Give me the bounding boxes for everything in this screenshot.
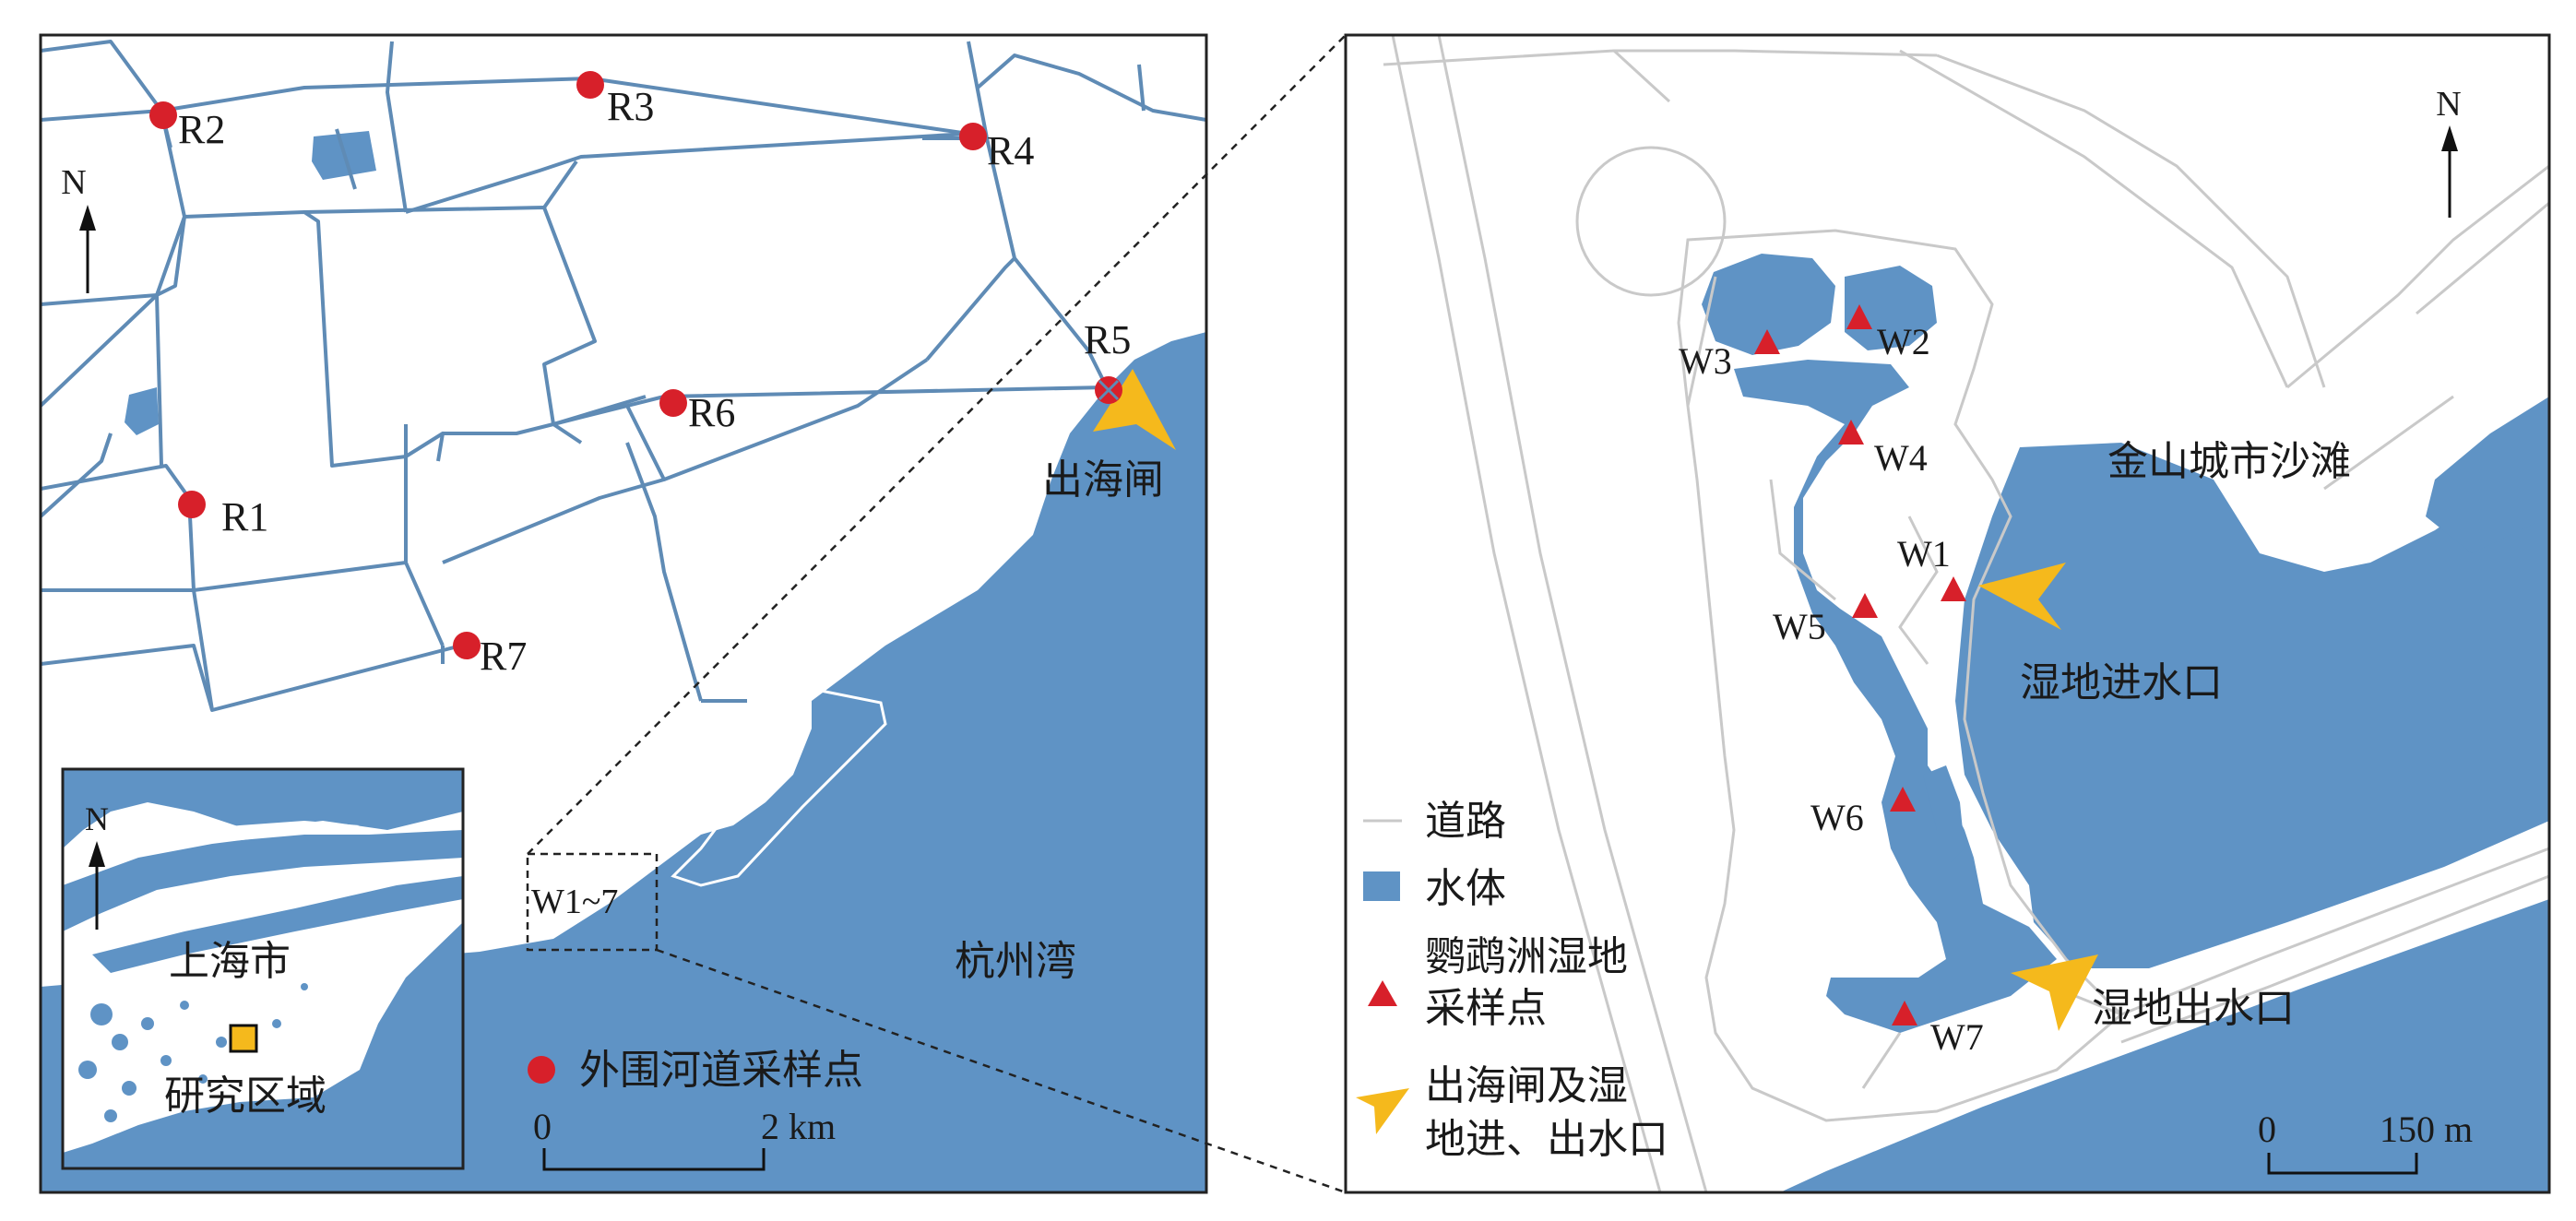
inset-map: N 上海市 研究区域	[63, 769, 463, 1168]
right-north-label: N	[2436, 85, 2461, 124]
inset-island-2	[92, 876, 463, 973]
svg-text:2 km: 2 km	[761, 1106, 836, 1147]
road-network	[1383, 35, 2549, 1192]
river-sample-site: R3	[576, 71, 654, 129]
right-map-frame	[1344, 33, 2551, 1194]
outlet-arrow-icon	[2011, 954, 2098, 1031]
pond-2	[125, 387, 159, 435]
port-outline	[671, 685, 887, 887]
svg-text:R5: R5	[1084, 317, 1131, 362]
svg-text:150 m: 150 m	[2380, 1108, 2473, 1150]
river-sample-site: R6	[659, 389, 735, 435]
legend-arrow-label-2: 地进、出水口	[1425, 1117, 1668, 1162]
river-sample-site: R4	[959, 123, 1034, 173]
inset-island	[157, 821, 360, 847]
corner-water	[2426, 397, 2549, 553]
left-scale-bar: 0 2 km	[533, 1106, 836, 1171]
svg-text:R4: R4	[987, 128, 1034, 173]
sea-water-right	[1780, 899, 2549, 1192]
right-legend: 道路 水体 鹦鹉洲湿地 采样点 出海闸及湿 地进、出水口	[1356, 799, 1668, 1162]
svg-text:R6: R6	[688, 390, 735, 435]
svg-text:R3: R3	[607, 84, 654, 129]
legend-wetland-site-label-1: 鹦鹉洲湿地	[1425, 934, 1628, 979]
inlet-label: 湿地进水口	[2020, 660, 2223, 705]
north-label: N	[61, 163, 86, 202]
wetland-box-label: W1~7	[531, 883, 618, 921]
sluice-label: 出海闸	[1042, 457, 1164, 503]
inset-water	[63, 769, 463, 848]
svg-text:R2: R2	[178, 107, 225, 152]
legend-road-label: 道路	[1425, 799, 1506, 844]
legend-arrow-label-1: 出海闸及湿	[1425, 1063, 1628, 1108]
wetland-sample-site: W7	[1892, 1001, 1984, 1058]
svg-text:W3: W3	[1679, 340, 1732, 382]
lagoon-water	[1955, 443, 2549, 968]
inset-north-label: N	[85, 800, 109, 837]
inset-estuary	[63, 830, 463, 931]
outlet-label: 湿地出水口	[2092, 986, 2295, 1031]
legend-river-site-symbol	[528, 1056, 555, 1084]
inset-north-arrow-icon	[89, 841, 105, 930]
svg-text:W6: W6	[1810, 797, 1864, 838]
bay-label: 杭州湾	[955, 939, 1076, 984]
zoom-connector-bottom	[656, 948, 1347, 1194]
river-sample-site: R7	[453, 632, 527, 679]
svg-text:0: 0	[533, 1106, 552, 1147]
wetland-sample-site: W5	[1773, 593, 1878, 647]
legend-arrow-symbol	[1356, 1088, 1409, 1134]
sluice-arrow-icon	[1093, 369, 1176, 450]
wetland-channel	[1734, 360, 2057, 1033]
legend-water-symbol	[1363, 871, 1400, 901]
svg-text:0: 0	[2258, 1108, 2276, 1150]
side-channel	[1923, 765, 1965, 862]
river-sample-site: R1	[178, 491, 268, 539]
legend-water-label: 水体	[1425, 866, 1506, 911]
svg-text:W7: W7	[1930, 1016, 1984, 1058]
inset-sea	[63, 922, 463, 1168]
wetland-zoom-box	[526, 852, 659, 952]
inset-lakes	[78, 983, 308, 1122]
svg-text:W4: W4	[1874, 437, 1928, 479]
legend-wetland-site-symbol	[1368, 980, 1397, 1006]
river-sample-site: R2	[149, 101, 225, 152]
legend-wetland-site-label-2: 采样点	[1425, 986, 1547, 1031]
wetland-sample-site: W1	[1897, 533, 1966, 601]
north-arrow-icon	[79, 205, 96, 293]
pond-w3	[1702, 254, 1835, 355]
wetland-sample-site: W6	[1810, 787, 1916, 838]
left-map-frame	[39, 33, 1208, 1194]
study-area-marker	[229, 1024, 258, 1053]
inset-study-area-label: 研究区域	[164, 1073, 326, 1119]
river-sample-site: R5	[1084, 317, 1131, 404]
wetland-sample-site: W4	[1838, 420, 1928, 479]
wetland-sample-site: W2	[1846, 304, 1930, 362]
svg-text:W5: W5	[1773, 606, 1826, 647]
beach-label: 金山城市沙滩	[2107, 439, 2351, 484]
right-north-arrow-icon	[2441, 125, 2458, 218]
legend-river-site-label: 外围河道采样点	[579, 1048, 863, 1093]
right-scale-bar: 0 150 m	[2258, 1108, 2473, 1175]
wetland-sample-site: W3	[1679, 329, 1780, 382]
svg-text:R7: R7	[480, 634, 527, 679]
svg-text:W1: W1	[1897, 533, 1951, 575]
inset-city-label: 上海市	[169, 939, 291, 984]
svg-text:W2: W2	[1877, 321, 1930, 362]
inset-frame	[61, 767, 465, 1170]
svg-text:R1: R1	[221, 494, 268, 539]
inlet-arrow-icon	[1978, 563, 2066, 630]
right-map: N 金山城市沙滩 湿地进水口 湿地出水口 W1 W2 W3 W4 W5 W6 W…	[1346, 35, 2549, 1192]
